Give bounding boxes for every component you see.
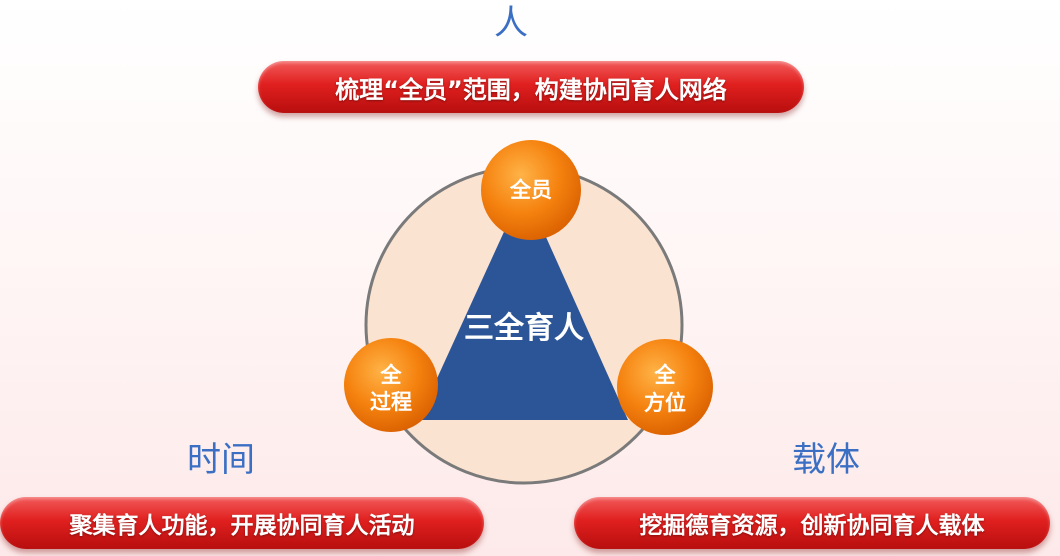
center-triangle: [418, 188, 628, 420]
left-heading: 时间: [187, 440, 255, 480]
node-quanyuan: 全员: [481, 140, 581, 240]
top-banner: 梳理“全员”范围，构建协同育人网络: [258, 61, 804, 113]
node-quanguocheng: 全 过程: [344, 338, 438, 432]
right-banner: 挖掘德育资源，创新协同育人载体: [574, 497, 1050, 549]
center-title: 三全育人: [464, 311, 584, 346]
left-banner: 聚集育人功能，开展协同育人活动: [0, 497, 484, 549]
top-heading: 人: [494, 3, 528, 43]
right-heading: 载体: [792, 440, 860, 480]
node-quanyuan-label: 全员: [509, 178, 552, 202]
node-quanfangwei-line2: 方位: [644, 391, 686, 415]
node-quanguocheng-line1: 全: [380, 363, 403, 387]
node-quanfangwei-line1: 全: [654, 363, 677, 387]
node-quanfangwei: 全 方位: [617, 339, 713, 435]
node-quanguocheng-line2: 过程: [370, 390, 412, 414]
